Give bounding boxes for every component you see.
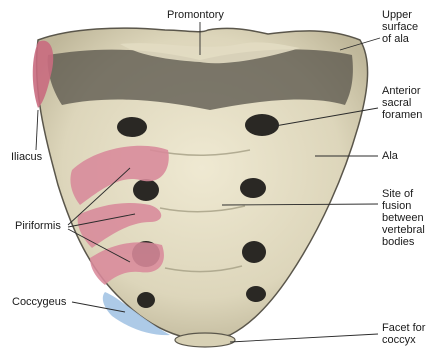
label-promontory: Promontory xyxy=(167,9,224,21)
leader-coccyx-facet xyxy=(230,334,378,342)
foramen-right-3 xyxy=(242,241,266,263)
label-iliacus: Iliacus xyxy=(11,151,42,163)
label-ala: Ala xyxy=(382,150,398,162)
label-site-of-fusion: Site of fusion between vertebral bodies xyxy=(382,188,425,248)
coccyx-facet xyxy=(175,333,235,347)
foramen-left-2 xyxy=(133,179,159,201)
foramen-right-2 xyxy=(240,178,266,198)
foramen-right-4 xyxy=(246,286,266,302)
foramen-left-4 xyxy=(137,292,155,308)
foramen-right-1 xyxy=(245,114,279,136)
label-facet-for-coccyx: Facet for coccyx xyxy=(382,322,425,346)
leader-iliacus xyxy=(36,110,38,150)
piriformis-muscle xyxy=(70,146,168,285)
label-piriformis: Piriformis xyxy=(15,220,61,232)
label-upper-surface-of-ala: Upper surface of ala xyxy=(382,9,418,45)
label-anterior-sacral-foramen: Anterior sacral foramen xyxy=(382,85,422,121)
label-coccygeus: Coccygeus xyxy=(12,296,66,308)
foramen-left-1 xyxy=(117,117,147,137)
